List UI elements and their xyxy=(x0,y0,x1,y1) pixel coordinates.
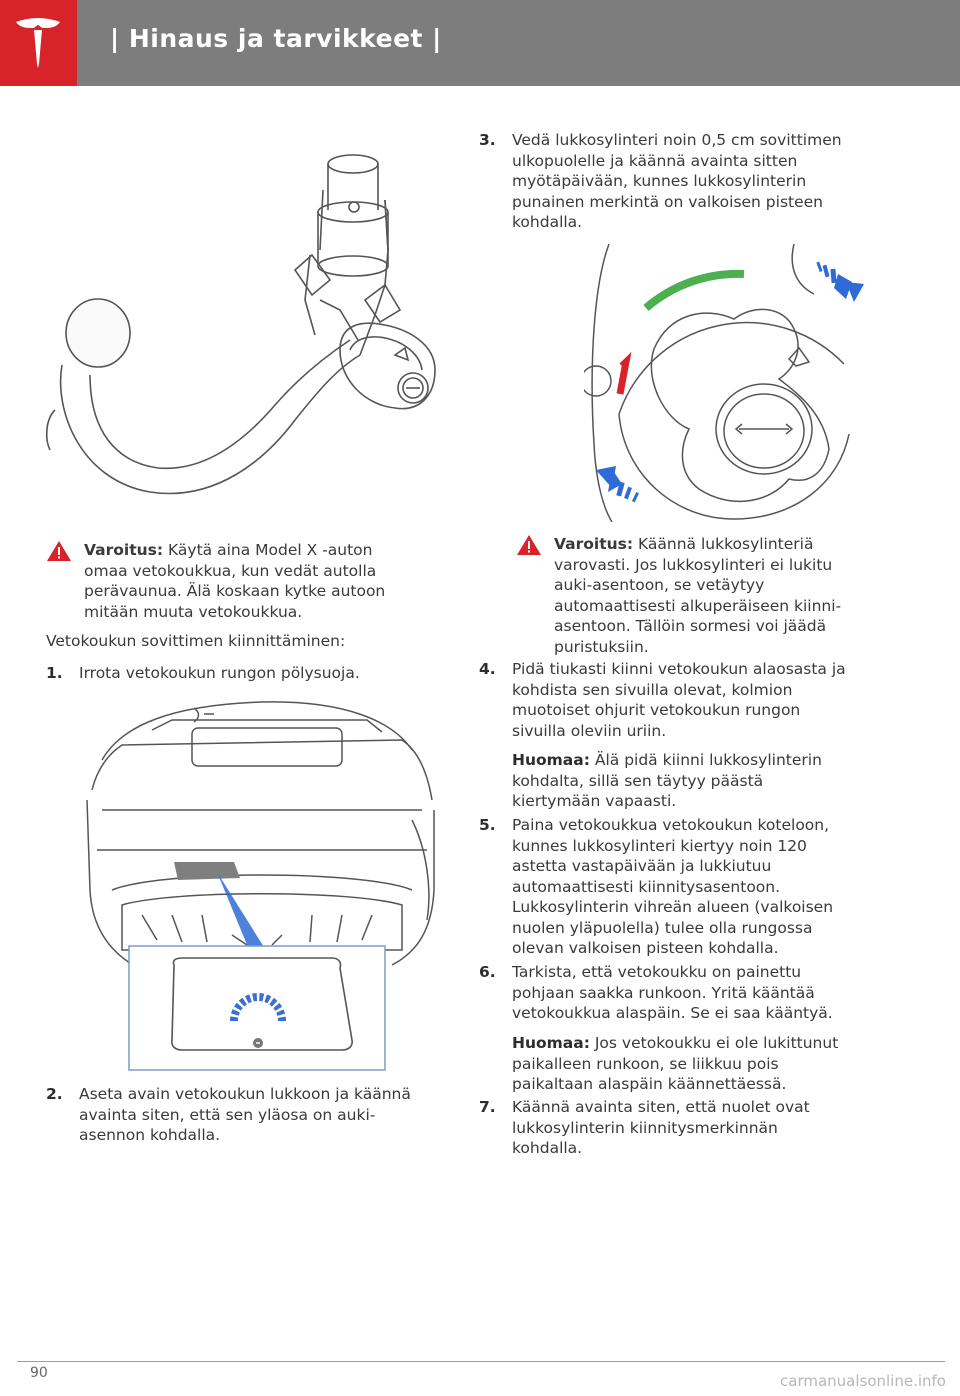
lock-cylinder-illustration xyxy=(584,244,874,522)
note-text-line: kiertymään vapaasti. xyxy=(512,792,677,810)
step-number: 6. xyxy=(479,963,496,981)
warning-text-line: Käännä lukkosylinteriä xyxy=(633,535,814,553)
warning-left: Varoitus: Käytä aina Model X -auton omaa… xyxy=(46,540,426,626)
step-number: 5. xyxy=(479,816,496,834)
warning-text-line: asentoon. Tällöin sormesi voi jäädä xyxy=(554,617,827,635)
warning-label: Varoitus: xyxy=(554,535,634,553)
step-text-line: astetta vastapäivään ja lukkiutuu xyxy=(512,857,772,875)
step-text: Irrota vetokoukun rungon pölysuoja. xyxy=(79,664,360,682)
step-number: 7. xyxy=(479,1098,496,1116)
warning-text-line: varovasti. Jos lukkosylinteri ei lukitu xyxy=(554,555,833,574)
note-label: Huomaa: xyxy=(512,1034,590,1052)
note-1: Huomaa: Älä pidä kiinni lukkosylinterin … xyxy=(512,750,892,812)
step-text-line: punainen merkintä on valkoisen pisteen xyxy=(512,192,823,211)
warning-text-line: Käytä aina Model X -auton xyxy=(163,541,373,559)
step-text-line: sivuilla oleviin uriin. xyxy=(512,721,667,740)
step-text-line: Lukkosylinterin vihreän alueen (valkoise… xyxy=(512,898,834,916)
step-text-line: ulkopuolelle ja käännä avainta sitten xyxy=(512,151,798,170)
step-text-line: Aseta avain vetokoukun lukkoon ja käännä xyxy=(79,1085,411,1103)
watermark-text: carmanualsonline.info xyxy=(780,1372,946,1390)
brand-logo xyxy=(0,0,77,86)
note-text-line: Jos vetokoukku ei ole lukittunut xyxy=(589,1034,839,1052)
towbar-illustration xyxy=(40,150,450,520)
warning-text-line: mitään muuta vetokoukkua. xyxy=(84,602,303,621)
step-text-line: asennon kohdalla. xyxy=(79,1126,221,1144)
warning-label: Varoitus: xyxy=(84,541,164,559)
step-text-line: pohjaan saakka runkoon. Yritä kääntää xyxy=(512,983,815,1002)
step-text-line: vetokoukkua alaspäin. Se ei saa kääntyä. xyxy=(512,1004,833,1022)
step-number: 1. xyxy=(46,664,63,682)
warning-text-line: auki-asentoon, se vetäytyy xyxy=(554,576,765,594)
footer-divider xyxy=(17,1361,945,1362)
step-text-line: Vedä lukkosylinteri noin 0,5 cm sovittim… xyxy=(512,131,842,149)
warning-icon xyxy=(47,541,71,561)
page-number: 90 xyxy=(30,1365,48,1381)
step-text-line: lukkosylinterin kiinnitysmerkinnän xyxy=(512,1118,778,1137)
page-title: | Hinaus ja tarvikkeet | xyxy=(110,24,442,53)
intro-text: Vetokoukun sovittimen kiinnittäminen: xyxy=(46,632,346,650)
warning-text-line: automaattisesti alkuperäiseen kiinni- xyxy=(554,596,842,615)
step-text-line: kohdista sen sivuilla olevat, kolmion xyxy=(512,680,793,699)
step-text-line: automaattisesti kiinnitysasentoon. xyxy=(512,877,781,896)
step-text-line: Tarkista, että vetokoukku on painettu xyxy=(512,963,802,981)
note-2: Huomaa: Jos vetokoukku ei ole lukittunut… xyxy=(512,1033,892,1095)
step-number: 2. xyxy=(46,1085,63,1103)
note-text-line: paikalleen runkoon, se liikkuu pois xyxy=(512,1054,779,1073)
step-text-line: avainta siten, että sen yläosa on auki- xyxy=(79,1105,376,1124)
step-text-line: kohdalla. xyxy=(512,213,583,231)
note-label: Huomaa: xyxy=(512,751,590,769)
step-text-line: muotoiset ohjurit vetokoukun rungon xyxy=(512,701,801,719)
step-number: 3. xyxy=(479,131,496,149)
step-text-line: Paina vetokoukkua vetokoukun koteloon, xyxy=(512,816,830,834)
warning-icon xyxy=(517,535,541,555)
page-header: | Hinaus ja tarvikkeet | xyxy=(0,0,960,86)
warning-text-line: puristuksiin. xyxy=(554,637,649,656)
step-text-line: nuolen yläpuolella) tulee olla rungossa xyxy=(512,918,813,937)
warning-text-line: omaa vetokoukkua, kun vedät autolla xyxy=(84,561,377,580)
note-text-line: paikaltaan alaspäin käännettäessä. xyxy=(512,1075,787,1093)
step-text-line: kohdalla. xyxy=(512,1139,583,1157)
step-text-line: olevan valkoisen pisteen kohdalla. xyxy=(512,939,779,957)
step-text-line: kunnes lukkosylinteri kiertyy noin 120 xyxy=(512,836,807,855)
step-text-line: myötäpäivään, kunnes lukkosylinterin xyxy=(512,172,807,190)
step-text-line: Pidä tiukasti kiinni vetokoukun alaosast… xyxy=(512,660,846,678)
note-text-line: kohdalta, sillä sen täytyy päästä xyxy=(512,771,764,790)
step-number: 4. xyxy=(479,660,496,678)
warning-text-line: perävaunua. Älä koskaan kytke autoon xyxy=(84,582,386,600)
tesla-logo-icon xyxy=(16,18,60,68)
vehicle-rear-illustration xyxy=(82,690,442,1075)
warning-right: Varoitus: Käännä lukkosylinteriä varovas… xyxy=(516,534,896,660)
step-text-line: Käännä avainta siten, että nuolet ovat xyxy=(512,1098,810,1116)
note-text-line: Älä pidä kiinni lukkosylinterin xyxy=(589,751,822,769)
